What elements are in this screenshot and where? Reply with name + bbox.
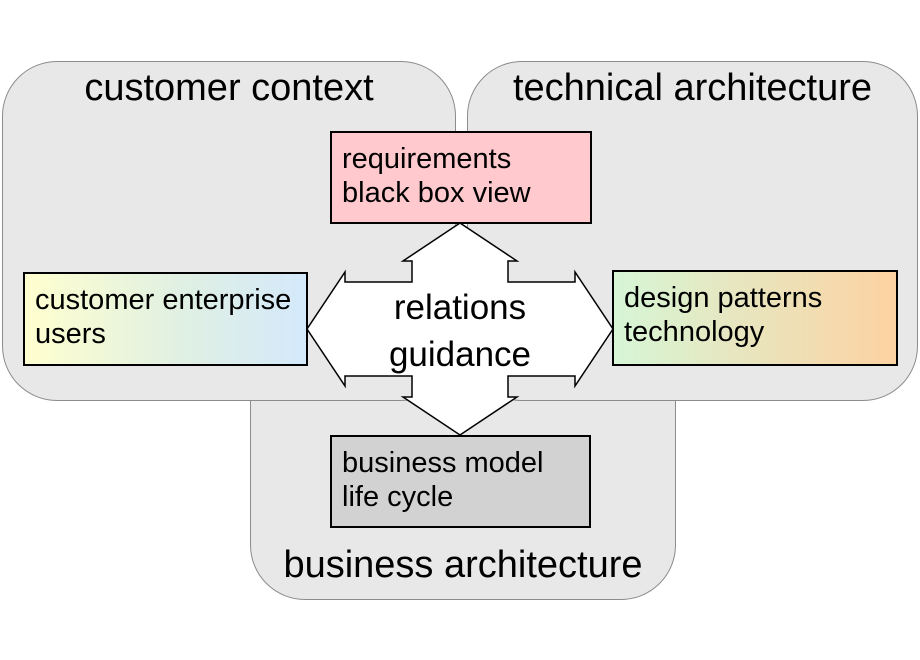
- technical-architecture-title: technical architecture: [512, 67, 873, 109]
- design-patterns-box-line2: technology: [624, 316, 765, 348]
- customer-enterprise-box-line1: customer enterprise: [35, 284, 292, 316]
- requirements-box-line2: black box view: [342, 177, 531, 209]
- center-label-line2: guidance: [388, 335, 532, 374]
- design-patterns-box: design patterns technology: [612, 270, 898, 366]
- customer-enterprise-box: customer enterprise users: [23, 272, 308, 366]
- customer-enterprise-box-line2: users: [35, 318, 106, 350]
- center-label-line1: relations: [393, 288, 527, 327]
- requirements-box: requirements black box view: [330, 131, 592, 224]
- center-label: relations guidance: [310, 284, 610, 378]
- requirements-box-line1: requirements: [342, 143, 512, 175]
- customer-context-title: customer context: [84, 67, 374, 109]
- business-architecture-title: business architecture: [283, 544, 643, 586]
- business-model-box: business model life cycle: [330, 435, 591, 528]
- design-patterns-box-line1: design patterns: [624, 282, 823, 314]
- business-model-box-line1: business model: [342, 447, 544, 479]
- business-model-box-line2: life cycle: [342, 481, 454, 513]
